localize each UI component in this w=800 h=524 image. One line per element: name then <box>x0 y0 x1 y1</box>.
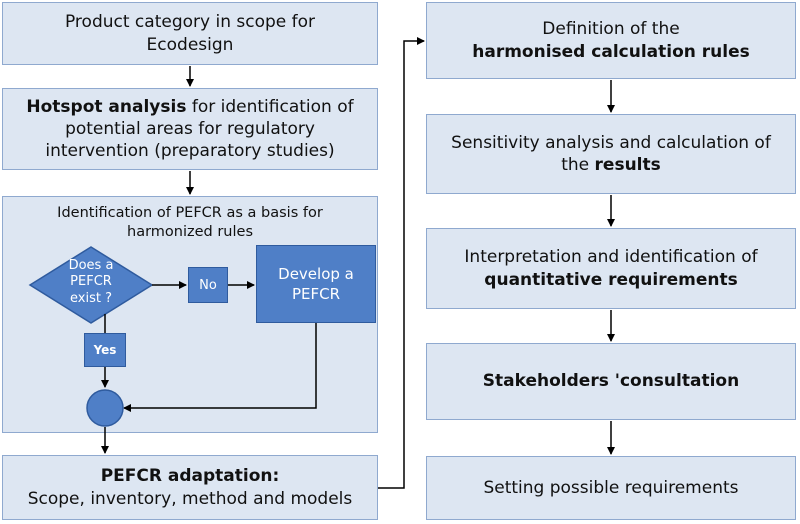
hotspot-line-1: Hotspot analysis for identification of <box>26 96 353 118</box>
diamond-line-1: Does a <box>68 258 114 273</box>
decision-diamond <box>28 246 154 324</box>
interpretation-bold: quantitative requirements <box>484 269 738 290</box>
stakeholders-box: Stakeholders 'consultation <box>426 343 796 420</box>
interpretation-box: Interpretation and identification of qua… <box>426 228 796 309</box>
pefcr-adaptation-bold: PEFCR adaptation: <box>100 466 280 487</box>
yes-label: Yes <box>93 343 117 357</box>
hotspot-rest: for identification of <box>186 96 354 117</box>
hotspot-box: Hotspot analysis for identification of p… <box>2 88 378 170</box>
hotspot-line-2: potential areas for regulatory <box>65 118 315 139</box>
decision-diamond-text: Does a PEFCR exist ? <box>51 258 131 307</box>
sensitivity-line-1: Sensitivity analysis and calculation of <box>451 132 771 153</box>
scope-line-2: Ecodesign <box>146 34 234 55</box>
merge-node <box>86 389 124 427</box>
scope-line-1: Product category in scope for <box>64 12 316 33</box>
develop-pefcr-box: Develop a PEFCR <box>256 245 376 323</box>
stakeholders-bold: Stakeholders 'consultation <box>482 371 740 392</box>
sensitivity-bold: results <box>594 155 661 175</box>
pefcr-identification-title-2: harmonized rules <box>127 223 253 240</box>
hotspot-bold: Hotspot analysis <box>26 96 187 117</box>
interpretation-line-1: Interpretation and identification of <box>464 247 758 268</box>
diamond-line-3: exist ? <box>70 290 112 306</box>
definition-bold: harmonised calculation rules <box>472 41 750 62</box>
definition-box: Definition of the harmonised calculation… <box>426 2 796 79</box>
diamond-line-2: PEFCR <box>70 274 112 290</box>
yes-label-box: Yes <box>84 333 126 367</box>
develop-line-1: Develop a <box>278 264 354 283</box>
requirements-box: Setting possible requirements <box>426 456 796 520</box>
no-label: No <box>199 277 217 293</box>
pefcr-identification-title-1: Identification of PEFCR as a basis for <box>57 205 323 221</box>
pefcr-adaptation-line-2: Scope, inventory, method and models <box>27 488 353 509</box>
arrow-develop-to-merge <box>123 323 317 412</box>
no-label-box: No <box>188 267 228 303</box>
hotspot-line-3: intervention (preparatory studies) <box>45 141 335 162</box>
sensitivity-pre: the <box>561 155 595 175</box>
sensitivity-box: Sensitivity analysis and calculation of … <box>426 114 796 194</box>
sensitivity-line-2: the results <box>561 154 661 176</box>
pefcr-identification-title: Identification of PEFCR as a basis for h… <box>2 204 378 242</box>
pefcr-adaptation-box: PEFCR adaptation: Scope, inventory, meth… <box>2 455 378 520</box>
requirements-line-1: Setting possible requirements <box>483 477 739 498</box>
definition-line-1: Definition of the <box>542 19 680 40</box>
develop-line-2: PEFCR <box>291 285 341 303</box>
scope-box: Product category in scope for Ecodesign <box>2 2 378 65</box>
arrow-adaptation-to-definition <box>378 37 425 489</box>
